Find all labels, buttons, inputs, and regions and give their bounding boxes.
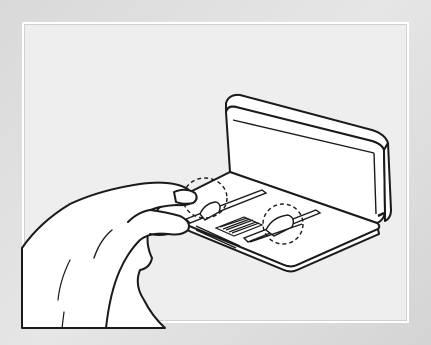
hand-with-cloth [22, 183, 197, 328]
charging-dock [158, 95, 392, 272]
thumb [174, 190, 197, 204]
hand [22, 183, 194, 328]
